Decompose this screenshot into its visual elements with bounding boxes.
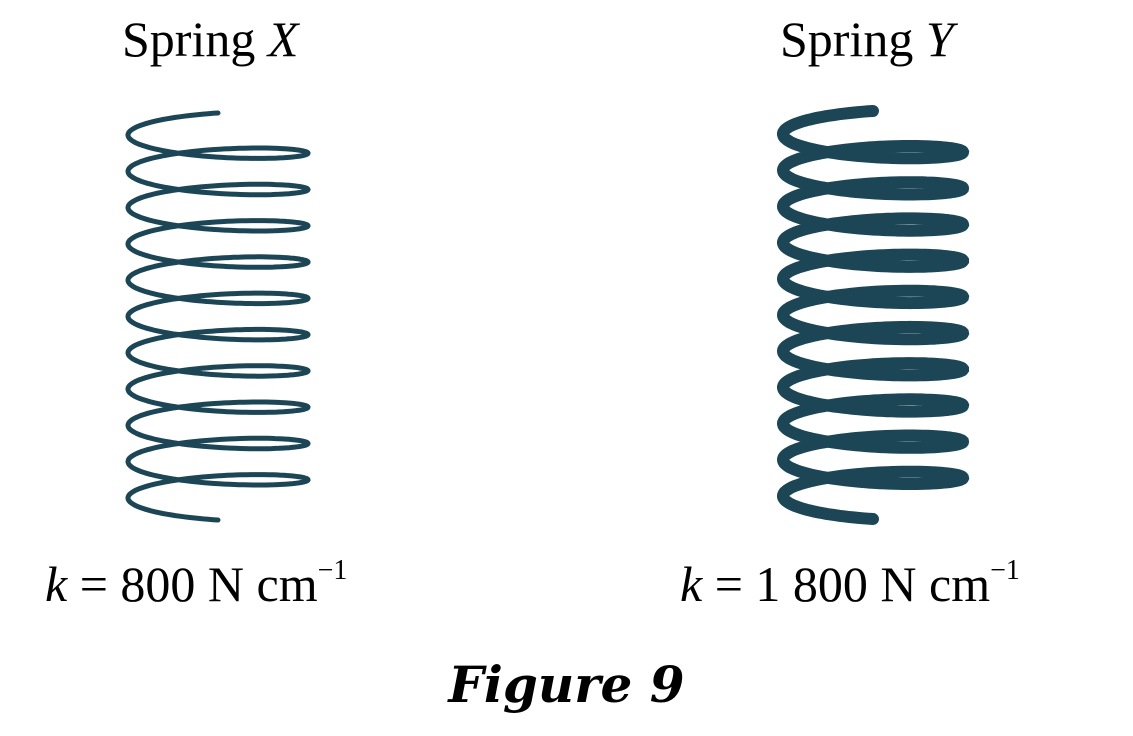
- spring-x-coil: [125, 110, 311, 523]
- figure-caption: Figure 9: [448, 655, 685, 714]
- spring-y-title: Spring Y: [780, 11, 954, 67]
- spring-y-constant: k = 1 800 N cm−1: [680, 555, 1020, 612]
- spring-x-constant: k = 800 N cm−1: [45, 555, 348, 612]
- spring-y-coil: [776, 105, 970, 525]
- spring-x-title: Spring X: [122, 11, 299, 67]
